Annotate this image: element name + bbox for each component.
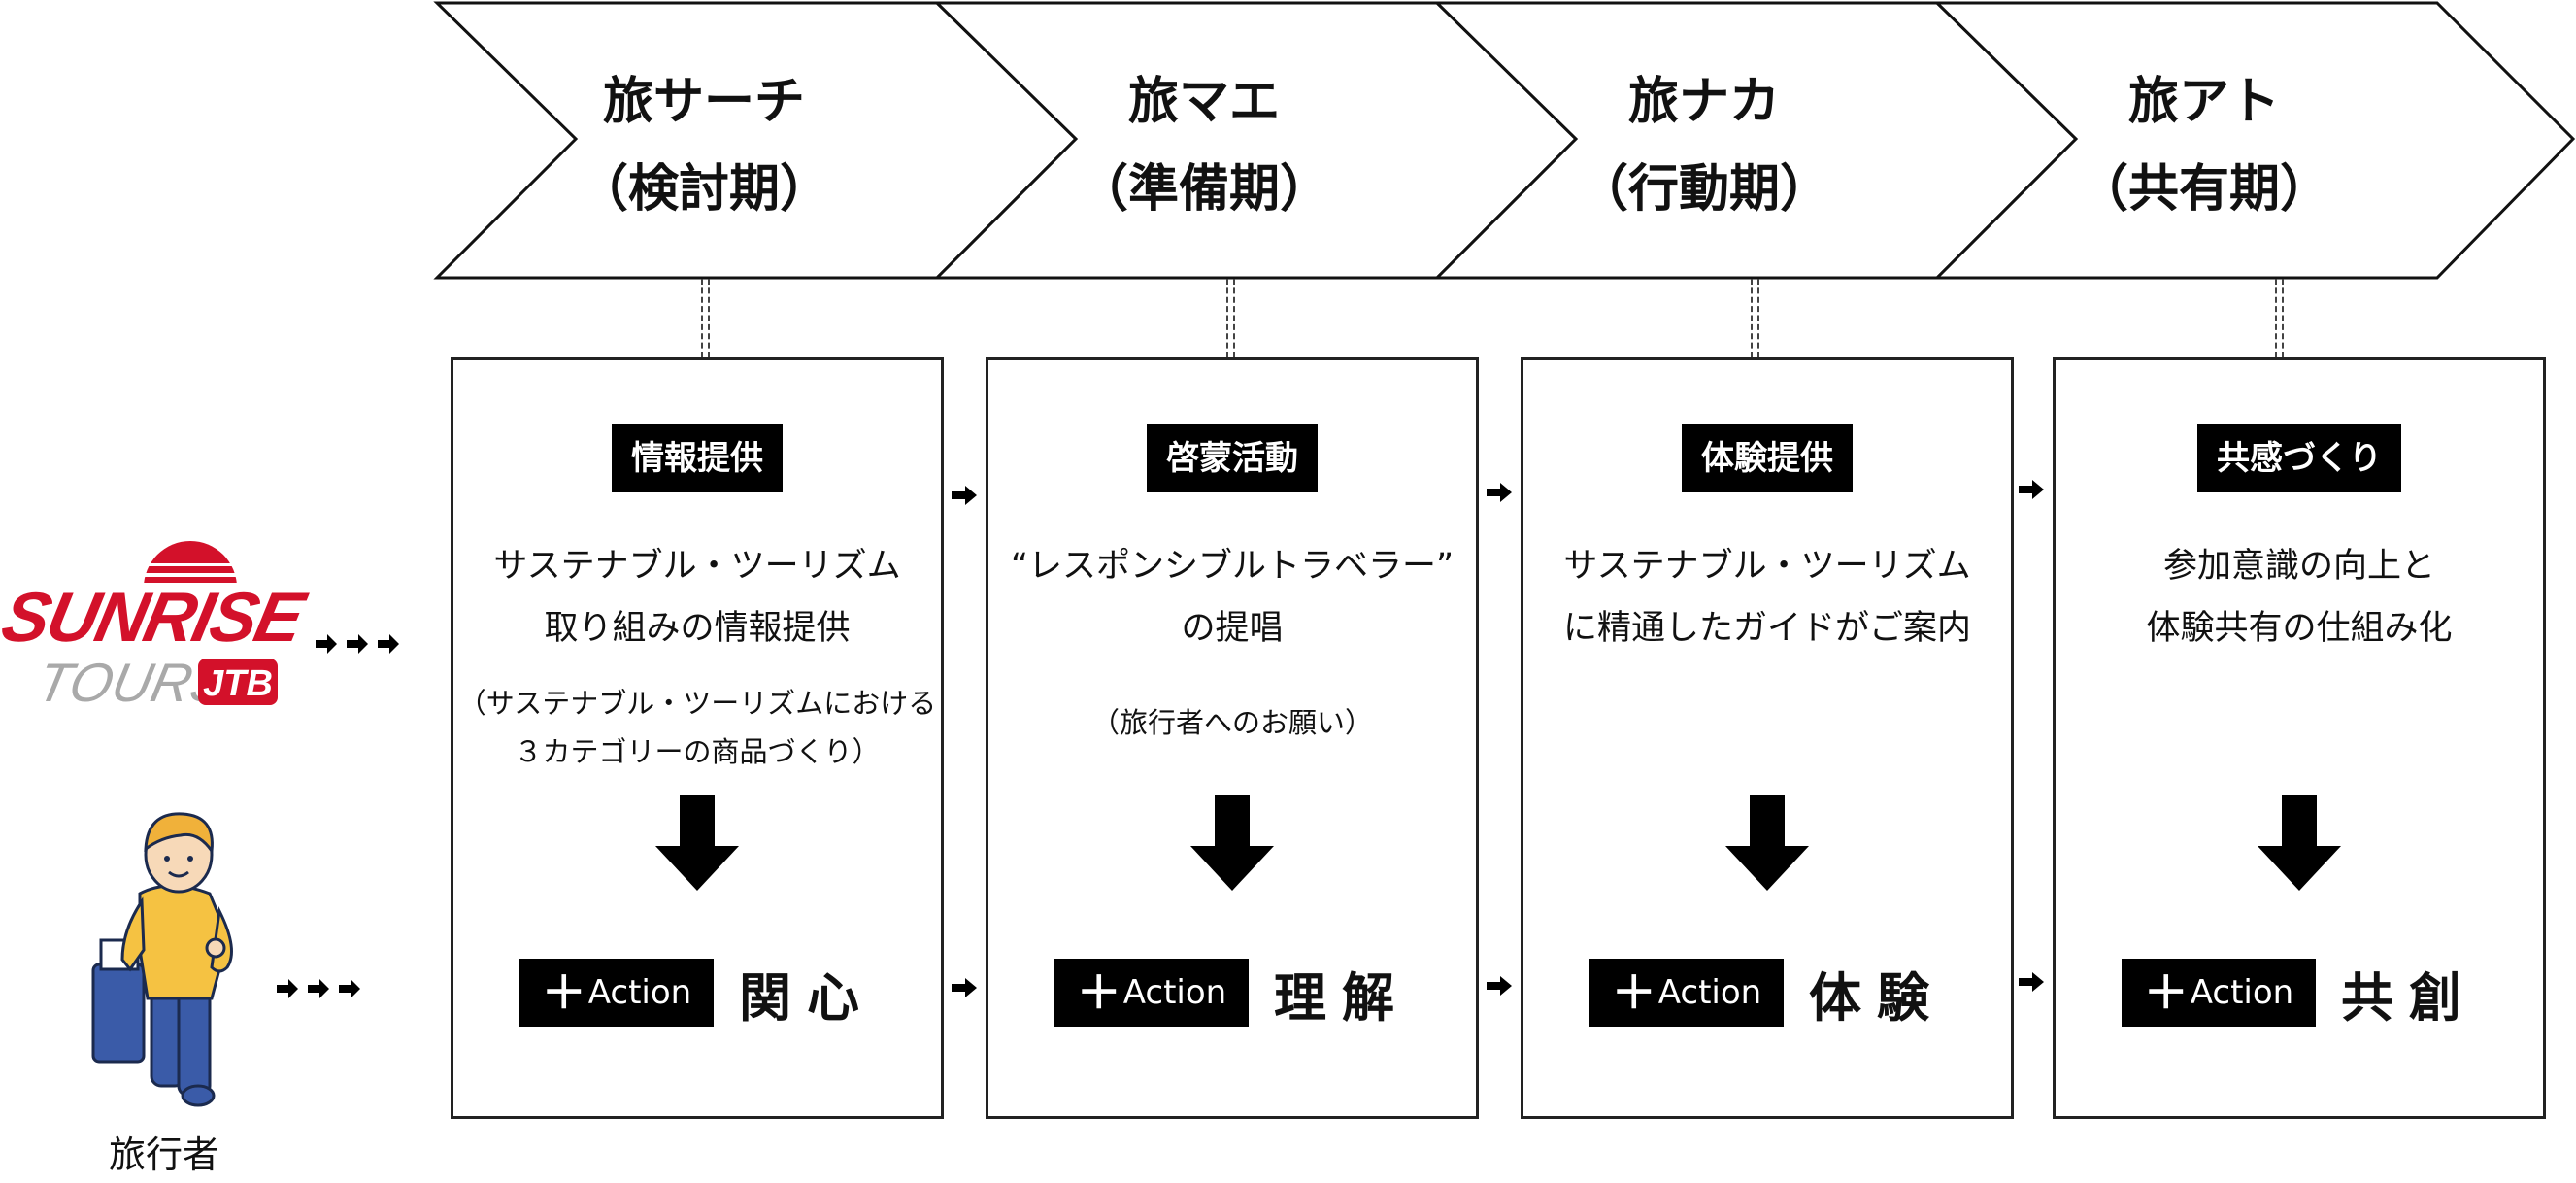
action-row: ＋Action 体験 [1523, 958, 2011, 1029]
phase-period: （準備期） [1077, 160, 1330, 219]
action-row: ＋Action 理解 [988, 958, 1476, 1029]
description-line: に精通したガイドがご案内 [1562, 609, 1971, 648]
down-arrow-icon [1725, 795, 1809, 891]
small-right-arrow-icon [1487, 976, 1512, 996]
description-line: “レスポンシブルトラベラー” [1010, 547, 1455, 586]
plus-icon: ＋ [1611, 966, 1656, 1019]
phase-chevron-banner [433, 1, 2576, 280]
small-right-arrow-icon [952, 978, 977, 997]
traveler-flow-arrows [277, 979, 360, 998]
description-line: 参加意識の向上と [2162, 547, 2435, 586]
small-right-arrow-icon [2019, 480, 2044, 499]
phase-period: （共有期） [2077, 160, 2330, 219]
down-arrow-icon [655, 795, 739, 891]
action-row: ＋Action 共創 [2056, 958, 2543, 1029]
plus-icon: ＋ [1076, 966, 1121, 1019]
description-line: 体験共有の仕組み化 [2146, 609, 2453, 648]
stage-word: 関心 [739, 966, 875, 1029]
action-label: Action [2190, 973, 2294, 1012]
connector-3 [1751, 279, 1759, 357]
rising-sun-icon [144, 541, 237, 583]
action-row: ＋Action 関心 [453, 958, 941, 1029]
plus-icon: ＋ [2143, 966, 2189, 1019]
stage-word: 体験 [1809, 966, 1945, 1029]
card-note: （サステナブル・ツーリズムにおける ３カテゴリーの商品づくり） [453, 679, 941, 776]
phase-label-1: 旅サーチ （検討期） [500, 58, 908, 233]
action-badge: ＋Action [2122, 959, 2316, 1027]
card-tag: 共感づくり [2197, 424, 2401, 492]
stage-word: 共創 [2341, 966, 2477, 1029]
phase-name: 旅アト [2127, 73, 2280, 131]
phase-period: （検討期） [577, 160, 830, 219]
description-line: サステナブル・ツーリズム [493, 547, 901, 586]
phase-chevron-4 [1933, 1, 2576, 280]
connector-2 [1226, 279, 1235, 357]
action-label: Action [587, 973, 692, 1012]
card-tag: 情報提供 [612, 424, 783, 492]
traveler-illustration [91, 812, 233, 1107]
connector-1 [701, 279, 710, 357]
phase-name: 旅サーチ [602, 73, 805, 131]
card-note: （旅行者へのお願い） [988, 698, 1476, 747]
traveler-label: 旅行者 [109, 1133, 220, 1176]
action-label: Action [1122, 973, 1227, 1012]
description-line: の提唱 [1181, 609, 1284, 648]
connector-4 [2275, 279, 2284, 357]
action-badge: ＋Action [1589, 959, 1784, 1027]
jtb-badge [198, 659, 278, 705]
description-line: 取り組みの情報提供 [544, 609, 851, 648]
phase-label-3: 旅ナカ （行動期） [1500, 58, 1908, 233]
small-right-arrow-icon [1487, 483, 1512, 502]
suitcase-icon [91, 963, 146, 1064]
small-right-arrow-icon [2019, 972, 2044, 992]
phase-period: （行動期） [1577, 160, 1830, 219]
down-arrow-icon [1190, 795, 1274, 891]
note-line: ３カテゴリーの商品づくり） [514, 735, 881, 768]
company-flow-arrows [316, 634, 399, 654]
down-arrow-icon [2258, 795, 2341, 891]
stage-word: 理解 [1274, 966, 1410, 1029]
sunrise-tours-jtb-logo: SUNRISE TOURS JTB [0, 541, 311, 713]
logo-text-sunrise: SUNRISE [0, 579, 311, 657]
stage-card-1: 情報提供 サステナブル・ツーリズム 取り組みの情報提供 （サステナブル・ツーリズ… [451, 357, 944, 1119]
card-tag: 啓蒙活動 [1147, 424, 1318, 492]
card-description: “レスポンシブルトラベラー” の提唱 [988, 535, 1476, 659]
action-badge: ＋Action [519, 959, 714, 1027]
note-line: （サステナブル・ツーリズムにおける [457, 687, 937, 720]
card-description: サステナブル・ツーリズム に精通したガイドがご案内 [1523, 535, 2011, 659]
description-line: サステナブル・ツーリズム [1563, 547, 1971, 586]
plus-icon: ＋ [541, 966, 586, 1019]
logo-text-jtb: JTB [203, 663, 273, 704]
stage-card-2: 啓蒙活動 “レスポンシブルトラベラー” の提唱 （旅行者へのお願い） ＋Acti… [986, 357, 1479, 1119]
stage-card-3: 体験提供 サステナブル・ツーリズム に精通したガイドがご案内 ＋Action 体… [1521, 357, 2014, 1119]
small-right-arrow-icon [952, 486, 977, 505]
note-line: （旅行者へのお願い） [1090, 706, 1373, 739]
phase-name: 旅ナカ [1627, 73, 1780, 131]
card-tag: 体験提供 [1682, 424, 1853, 492]
card-description: 参加意識の向上と 体験共有の仕組み化 [2056, 535, 2543, 659]
action-badge: ＋Action [1054, 959, 1249, 1027]
phase-name: 旅マエ [1127, 73, 1280, 131]
action-label: Action [1657, 973, 1762, 1012]
phase-label-4: 旅アト （共有期） [2000, 58, 2408, 233]
phase-label-2: 旅マエ （準備期） [1000, 58, 1408, 233]
card-description: サステナブル・ツーリズム 取り組みの情報提供 [453, 535, 941, 659]
stage-card-4: 共感づくり 参加意識の向上と 体験共有の仕組み化 ＋Action 共創 [2053, 357, 2546, 1119]
